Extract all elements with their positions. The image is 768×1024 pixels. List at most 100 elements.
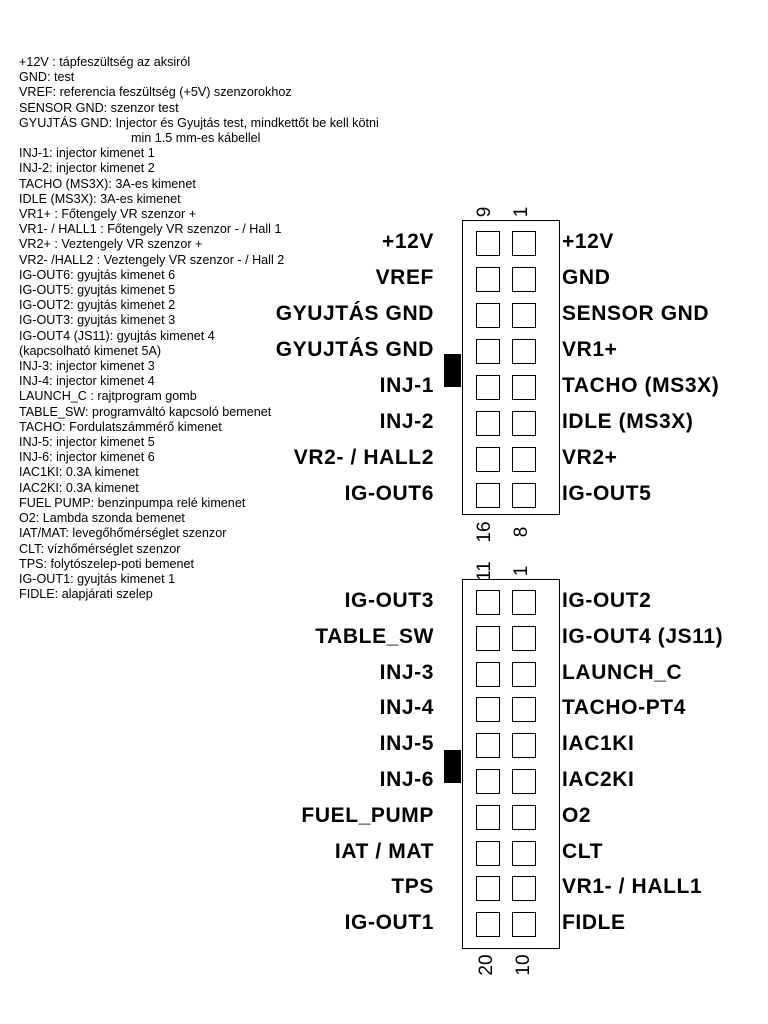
pin-number-8: 8 bbox=[511, 526, 532, 538]
connector-16-key bbox=[444, 354, 461, 387]
legend-line: IAC2KI: 0.3A kimenet bbox=[19, 480, 139, 495]
legend-line: CLT: vízhőmérséglet szenzor bbox=[19, 541, 181, 556]
legend-line: IG-OUT1: gyujtás kimenet 1 bbox=[19, 571, 176, 586]
pin-label-right: O2 bbox=[562, 803, 592, 827]
legend-line: GND: test bbox=[19, 70, 75, 85]
pin-socket bbox=[476, 876, 500, 902]
legend-line: VR2- /HALL2 : Veztengely VR szenzor - / … bbox=[19, 252, 285, 267]
pin-socket bbox=[512, 912, 536, 938]
legend-line: IG-OUT4 (JS11): gyujtás kimenet 4 bbox=[19, 328, 215, 343]
connector-20-key bbox=[444, 750, 461, 783]
legend-line: (kapcsolható kimenet 5A) bbox=[19, 343, 162, 358]
pin-label-right: IDLE (MS3X) bbox=[562, 410, 694, 433]
pin-label-right: VR2+ bbox=[562, 446, 618, 469]
pin-label-left: GYUJTÁS GND bbox=[275, 302, 434, 325]
pin-number-1-b: 1 bbox=[511, 565, 532, 577]
legend-line: IAT/MAT: levegőhőmérséglet szenzor bbox=[19, 526, 227, 541]
pin-number-1: 1 bbox=[511, 206, 532, 218]
pin-label-left: VREF bbox=[375, 266, 434, 289]
pin-label-right: SENSOR GND bbox=[562, 302, 710, 325]
pin-socket bbox=[476, 912, 500, 938]
legend-line: INJ-1: injector kimenet 1 bbox=[19, 146, 155, 161]
legend-line: INJ-6: injector kimenet 6 bbox=[19, 450, 155, 465]
legend-line: VR1+ : Főtengely VR szenzor + bbox=[19, 207, 197, 222]
pin-number-20: 20 bbox=[476, 954, 497, 976]
pin-socket bbox=[476, 447, 500, 472]
pin-socket bbox=[512, 447, 536, 472]
pin-label-left: IG-OUT3 bbox=[344, 589, 434, 612]
legend-line: IDLE (MS3X): 3A-es kimenet bbox=[19, 191, 181, 206]
pin-socket bbox=[476, 411, 500, 436]
pin-socket bbox=[512, 483, 536, 508]
pin-socket bbox=[512, 303, 536, 328]
pin-socket bbox=[512, 876, 536, 902]
legend-line: TABLE_SW: programváltó kapcsoló bemenet bbox=[19, 404, 272, 419]
legend-line: O2: Lambda szonda bemenet bbox=[19, 511, 185, 526]
legend-line: INJ-2: injector kimenet 2 bbox=[19, 161, 155, 176]
pin-socket bbox=[476, 339, 500, 364]
pin-socket bbox=[512, 267, 536, 292]
pin-socket bbox=[512, 375, 536, 400]
pin-socket bbox=[512, 339, 536, 364]
legend-line: VREF: referencia feszültség (+5V) szenzo… bbox=[19, 85, 292, 100]
pin-socket bbox=[512, 411, 536, 436]
pin-label-right: IAC2KI bbox=[562, 768, 635, 791]
pin-label-right: LAUNCH_C bbox=[562, 660, 683, 684]
pin-label-left: IAT / MAT bbox=[334, 839, 434, 863]
pin-label-left: VR2- / HALL2 bbox=[293, 446, 434, 469]
legend-line: IG-OUT2: gyujtás kimenet 2 bbox=[19, 298, 176, 313]
legend-line: TPS: folytószelep-poti bemenet bbox=[19, 556, 195, 571]
pin-label-left: INJ-5 bbox=[379, 732, 434, 756]
pin-number-16: 16 bbox=[474, 521, 495, 543]
legend-line: IAC1KI: 0.3A kimenet bbox=[19, 465, 139, 480]
pin-label-right: CLT bbox=[562, 839, 604, 863]
pin-socket bbox=[476, 267, 500, 292]
pin-socket bbox=[476, 625, 500, 651]
connector-20-pin bbox=[462, 579, 560, 949]
pin-socket bbox=[476, 804, 500, 830]
pin-socket bbox=[476, 769, 500, 794]
pin-label-right: TACHO-PT4 bbox=[562, 696, 687, 720]
pin-socket bbox=[476, 697, 500, 723]
legend-line: INJ-5: injector kimenet 5 bbox=[19, 435, 155, 450]
connector-16-pin bbox=[462, 220, 560, 515]
pin-label-right: GND bbox=[562, 266, 611, 289]
legend-line: IG-OUT3: gyujtás kimenet 3 bbox=[19, 313, 176, 328]
pin-socket bbox=[512, 625, 536, 651]
pin-label-left: FUEL_PUMP bbox=[301, 803, 434, 827]
pin-label-right: TACHO (MS3X) bbox=[562, 374, 720, 397]
pin-socket bbox=[512, 231, 536, 256]
pin-label-right: FIDLE bbox=[562, 911, 626, 935]
legend-line: TACHO (MS3X): 3A-es kimenet bbox=[19, 176, 196, 191]
pin-socket bbox=[476, 661, 500, 687]
legend-line: INJ-3: injector kimenet 3 bbox=[19, 359, 155, 374]
pin-label-left: +12V bbox=[381, 230, 434, 253]
pin-number-9: 9 bbox=[474, 206, 495, 218]
pin-label-left: INJ-1 bbox=[379, 374, 434, 397]
pin-label-left: IG-OUT1 bbox=[344, 911, 434, 935]
legend-line: TACHO: Fordulatszámmérő kimenet bbox=[19, 419, 222, 434]
legend-line: SENSOR GND: szenzor test bbox=[19, 100, 179, 115]
pin-socket bbox=[512, 840, 536, 866]
legend-line: GYUJTÁS GND: Injector és Gyujtás test, m… bbox=[19, 115, 379, 130]
pin-label-right: IG-OUT4 (JS11) bbox=[562, 624, 724, 648]
pin-socket bbox=[512, 769, 536, 794]
pin-number-11: 11 bbox=[474, 561, 495, 581]
pin-socket bbox=[476, 733, 500, 759]
legend-line: VR1- / HALL1 : Főtengely VR szenzor - / … bbox=[19, 222, 282, 237]
pin-label-right: VR1+ bbox=[562, 338, 618, 361]
pin-socket bbox=[512, 697, 536, 723]
pin-label-right: IG-OUT5 bbox=[562, 482, 652, 505]
pin-label-left: TPS bbox=[391, 875, 434, 899]
pin-socket bbox=[476, 303, 500, 328]
pin-socket bbox=[512, 590, 536, 615]
pin-label-left: INJ-4 bbox=[379, 696, 434, 720]
legend-line: min 1.5 mm-es kábellel bbox=[131, 131, 261, 146]
pin-socket bbox=[476, 375, 500, 400]
legend-line: +12V : tápfeszültség az aksiról bbox=[19, 55, 191, 69]
pin-label-left: TABLE_SW bbox=[315, 624, 434, 648]
pin-label-right: IAC1KI bbox=[562, 732, 635, 756]
pin-socket bbox=[476, 231, 500, 256]
pin-socket bbox=[476, 590, 500, 615]
